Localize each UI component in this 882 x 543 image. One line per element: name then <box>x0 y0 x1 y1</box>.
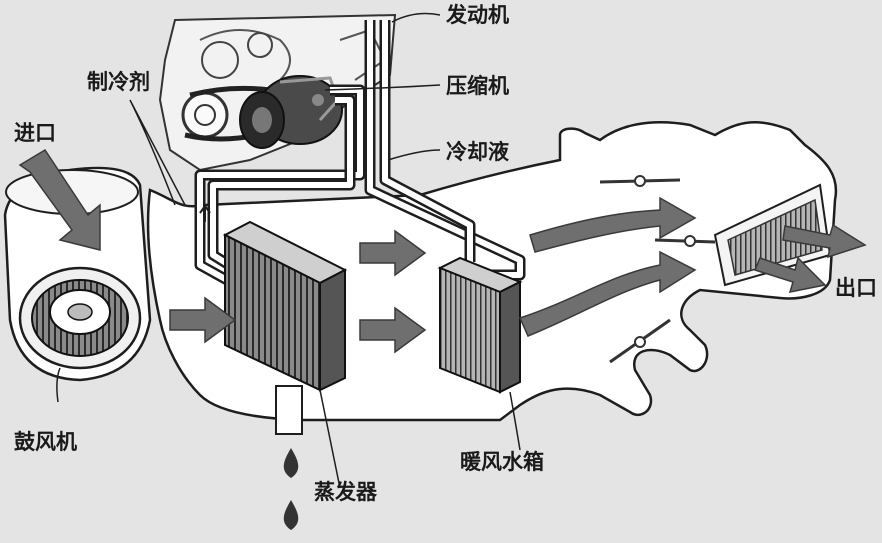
condensate-drop-1 <box>283 448 299 478</box>
outlet-vent <box>654 183 832 287</box>
arrow-upper-right <box>529 196 697 253</box>
evaporator <box>222 220 348 435</box>
outlet-label: 出口 <box>835 276 877 300</box>
engine-label: 发动机 <box>446 3 509 27</box>
evaporator-label: 蒸发器 <box>314 480 377 504</box>
arrow-lower-mid <box>359 306 427 354</box>
coolant-lines <box>364 20 526 281</box>
inlet-arrow <box>18 148 101 251</box>
outlet-arrow-bottom <box>753 256 827 293</box>
blower-label: 鼓风机 <box>14 430 77 454</box>
compressor <box>239 75 343 149</box>
heater-core-label: 暖风水箱 <box>460 450 544 474</box>
compressor-label: 压缩机 <box>446 74 509 98</box>
refrigerant-lines <box>194 84 366 295</box>
airflow-arrows <box>18 148 867 354</box>
coolant-label: 冷却液 <box>446 140 509 164</box>
heater-core <box>437 256 523 394</box>
arrow-into-evaporator <box>169 296 237 344</box>
outlet-arrow-top <box>782 223 867 259</box>
arrow-lower-right <box>518 250 697 337</box>
leader-lines <box>56 12 521 489</box>
arrow-upper-mid <box>359 229 427 277</box>
refrigerant-label: 制冷剂 <box>87 70 150 94</box>
inlet-label: 进口 <box>14 121 56 145</box>
damper-rods <box>599 175 681 364</box>
condensate-drop-2 <box>283 500 299 530</box>
